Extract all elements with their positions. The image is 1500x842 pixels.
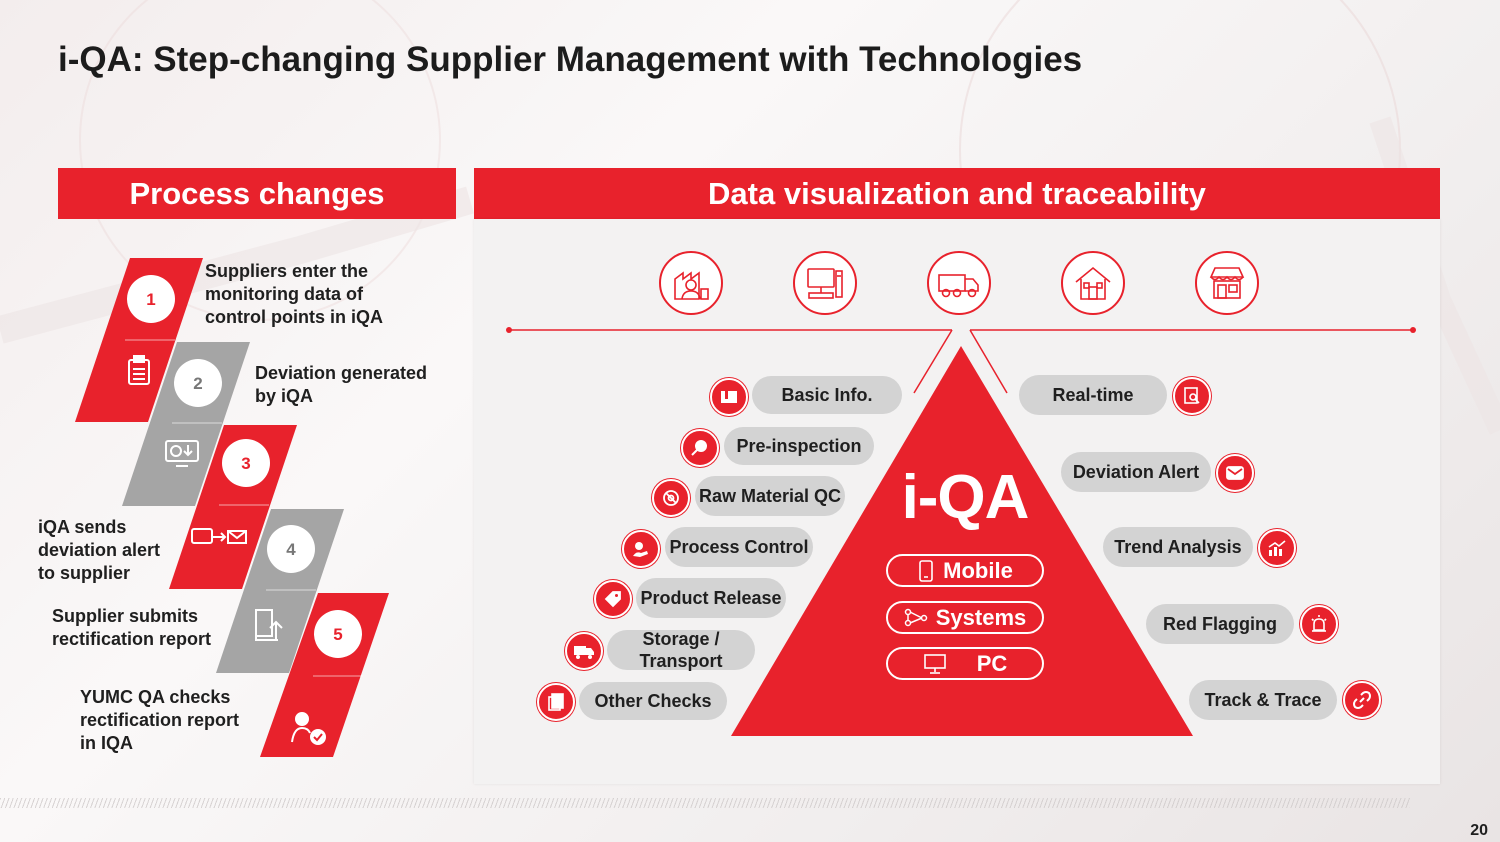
step-3-text: iQA sends deviation alert to supplier <box>38 517 161 583</box>
page-title: i-QA: Step-changing Supplier Management … <box>58 40 1083 79</box>
factory-worker-icon <box>659 251 723 315</box>
systems-label: Systems <box>935 604 1027 630</box>
pill-real-time[interactable]: Real-time <box>1019 375 1167 415</box>
step-1-text: Suppliers enter the monitoring data of c… <box>205 261 383 327</box>
pill-other-checks[interactable]: Other Checks <box>579 682 727 720</box>
truck-small-icon <box>565 632 603 670</box>
step-5-text: YUMC QA checks rectification report in I… <box>80 687 240 753</box>
pill-pre-inspection[interactable]: Pre-inspection <box>724 427 874 465</box>
step-4-number: 4 <box>286 540 296 559</box>
step-3-number-circle <box>222 439 270 487</box>
user-check-icon <box>291 712 326 745</box>
no-germ-icon <box>652 479 690 517</box>
step-5-number: 5 <box>333 625 343 644</box>
iqa-pyramid <box>731 346 1193 736</box>
mobile-label: Mobile <box>943 557 1013 583</box>
data-visualization-header: Data visualization and traceability <box>474 168 1440 219</box>
pc-button[interactable]: PC <box>886 647 1044 680</box>
footer-hatch <box>0 798 1410 808</box>
page-number: 20 <box>1470 822 1488 839</box>
step-2-number: 2 <box>193 374 203 393</box>
documents-icon <box>537 683 575 721</box>
bar-trend-icon <box>1258 529 1296 567</box>
step-2-text: Deviation generated by iQA <box>255 363 428 406</box>
search-doc-icon <box>1173 377 1211 415</box>
step-4-text: Supplier submits rectification report <box>52 606 212 649</box>
step-2-number-circle <box>174 359 222 407</box>
monitor-download-icon <box>165 440 199 467</box>
systems-button[interactable]: Systems <box>886 601 1044 634</box>
pill-raw-material-qc[interactable]: Raw Material QC <box>695 476 845 516</box>
tag-icon <box>594 580 632 618</box>
send-mail-icon <box>191 528 247 544</box>
desktop-icon <box>923 653 946 674</box>
pill-track-trace[interactable]: Track & Trace <box>1189 680 1337 720</box>
truck-icon <box>927 251 991 315</box>
step-1-number-circle <box>127 275 175 323</box>
pill-process-control[interactable]: Process Control <box>665 527 813 567</box>
pill-product-release[interactable]: Product Release <box>636 578 786 618</box>
upload-doc-icon <box>255 609 283 641</box>
book-icon <box>710 378 748 416</box>
hand-gear-icon <box>622 530 660 568</box>
network-icon <box>904 608 927 626</box>
store-icon <box>1195 251 1259 315</box>
pill-deviation-alert[interactable]: Deviation Alert <box>1061 452 1211 492</box>
magnifier-icon <box>681 429 719 467</box>
process-steps-graphic <box>75 258 389 757</box>
alarm-icon <box>1300 605 1338 643</box>
pill-red-flagging[interactable]: Red Flagging <box>1146 604 1294 644</box>
link-icon <box>1343 681 1381 719</box>
mail-icon <box>1216 454 1254 492</box>
mobile-button[interactable]: Mobile <box>886 554 1044 587</box>
pill-trend-analysis[interactable]: Trend Analysis <box>1103 527 1253 567</box>
pill-storage-transport[interactable]: Storage / Transport <box>607 629 755 671</box>
step-1-number: 1 <box>146 290 156 309</box>
computer-icon <box>793 251 857 315</box>
step-5-number-circle <box>314 610 362 658</box>
step-4-number-circle <box>267 525 315 573</box>
pc-label: PC <box>976 650 1008 676</box>
clipboard-icon <box>128 355 150 385</box>
step-3-number: 3 <box>241 454 251 473</box>
pill-basic-info[interactable]: Basic Info. <box>752 376 902 414</box>
home-icon <box>1061 251 1125 315</box>
pyramid-title: i-QA <box>901 463 1030 532</box>
phone-icon <box>919 559 933 582</box>
process-changes-header: Process changes <box>58 168 456 219</box>
